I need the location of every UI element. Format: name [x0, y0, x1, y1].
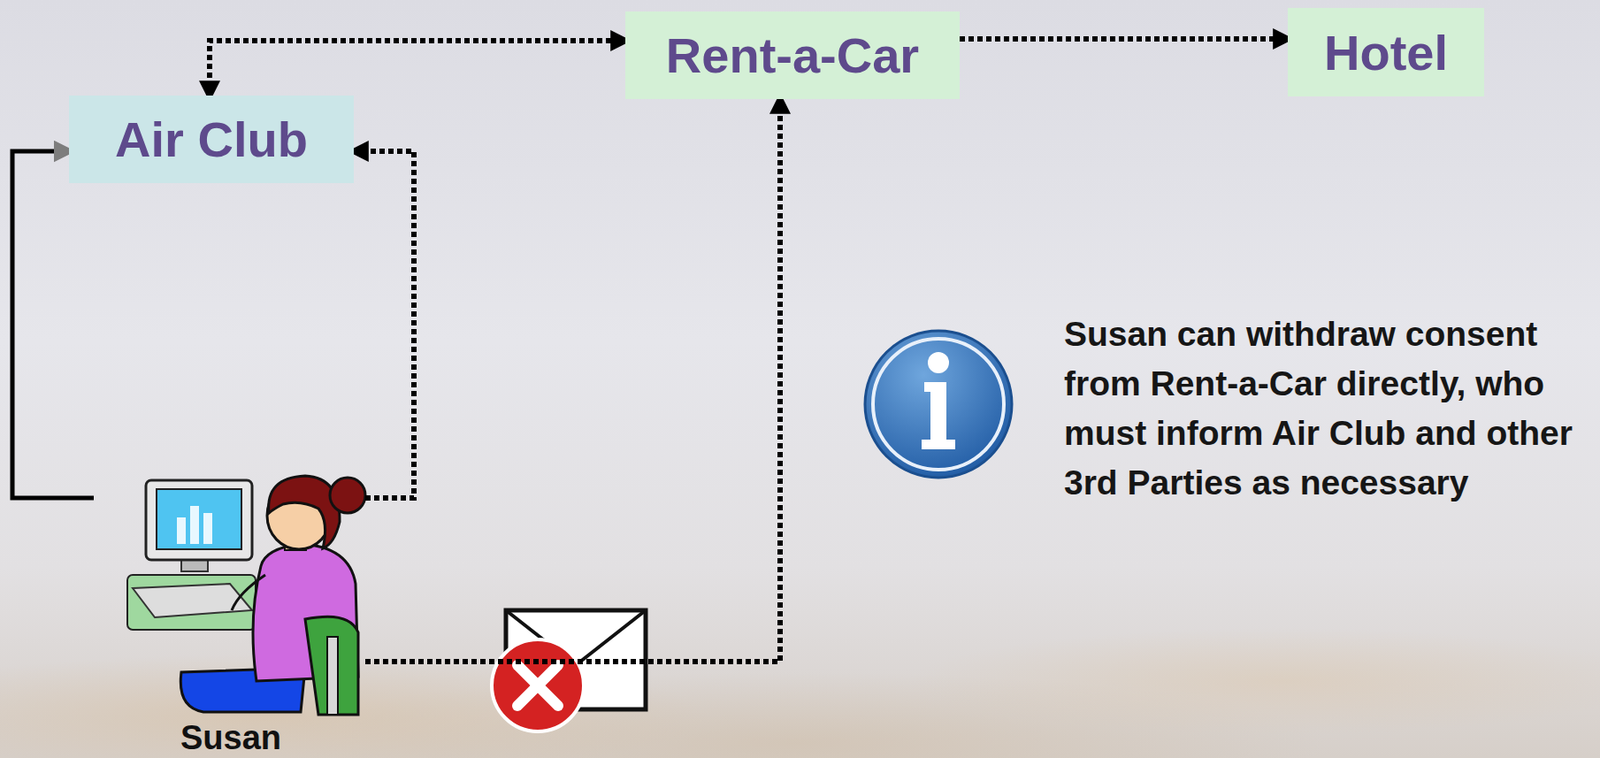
monitor-screen [156, 489, 242, 550]
info-icon [865, 330, 1012, 478]
service-box: Air Club [68, 95, 354, 184]
info-circle [865, 330, 1012, 478]
monitor [145, 480, 253, 560]
info-ring [872, 338, 1004, 470]
box-title: Hotel [1324, 23, 1448, 82]
box-title: Rent-a-Car [666, 26, 919, 85]
info-dot [927, 352, 950, 374]
info-note: Susan can withdraw consent from Rent-a-C… [1064, 309, 1600, 508]
cross-stroke [517, 665, 559, 706]
person-illustration [127, 475, 366, 715]
cross-circle [491, 639, 584, 732]
chair [305, 616, 359, 715]
withdraw-envelope [491, 610, 646, 732]
arm [231, 574, 266, 611]
keyboard [132, 583, 253, 618]
dotted-connector [365, 99, 781, 662]
hair-bun [329, 477, 366, 513]
dotted-connector [353, 151, 414, 498]
dotted-connector [959, 36, 1288, 42]
service-box: Rent-a-Car [625, 11, 960, 100]
cross-stroke [517, 665, 559, 706]
hair [268, 475, 340, 549]
screen-bar [190, 505, 200, 544]
dotted-connector [209, 40, 626, 96]
info-stem [921, 382, 956, 450]
chair-post [327, 636, 338, 715]
service-box: Hotel [1287, 7, 1485, 97]
person-node: Susan [93, 459, 368, 758]
screen-bar [176, 517, 186, 544]
person-name: Susan [93, 719, 368, 758]
solid-connector [12, 151, 94, 498]
screen-bar [203, 512, 213, 544]
box-title: Air Club [114, 110, 308, 169]
